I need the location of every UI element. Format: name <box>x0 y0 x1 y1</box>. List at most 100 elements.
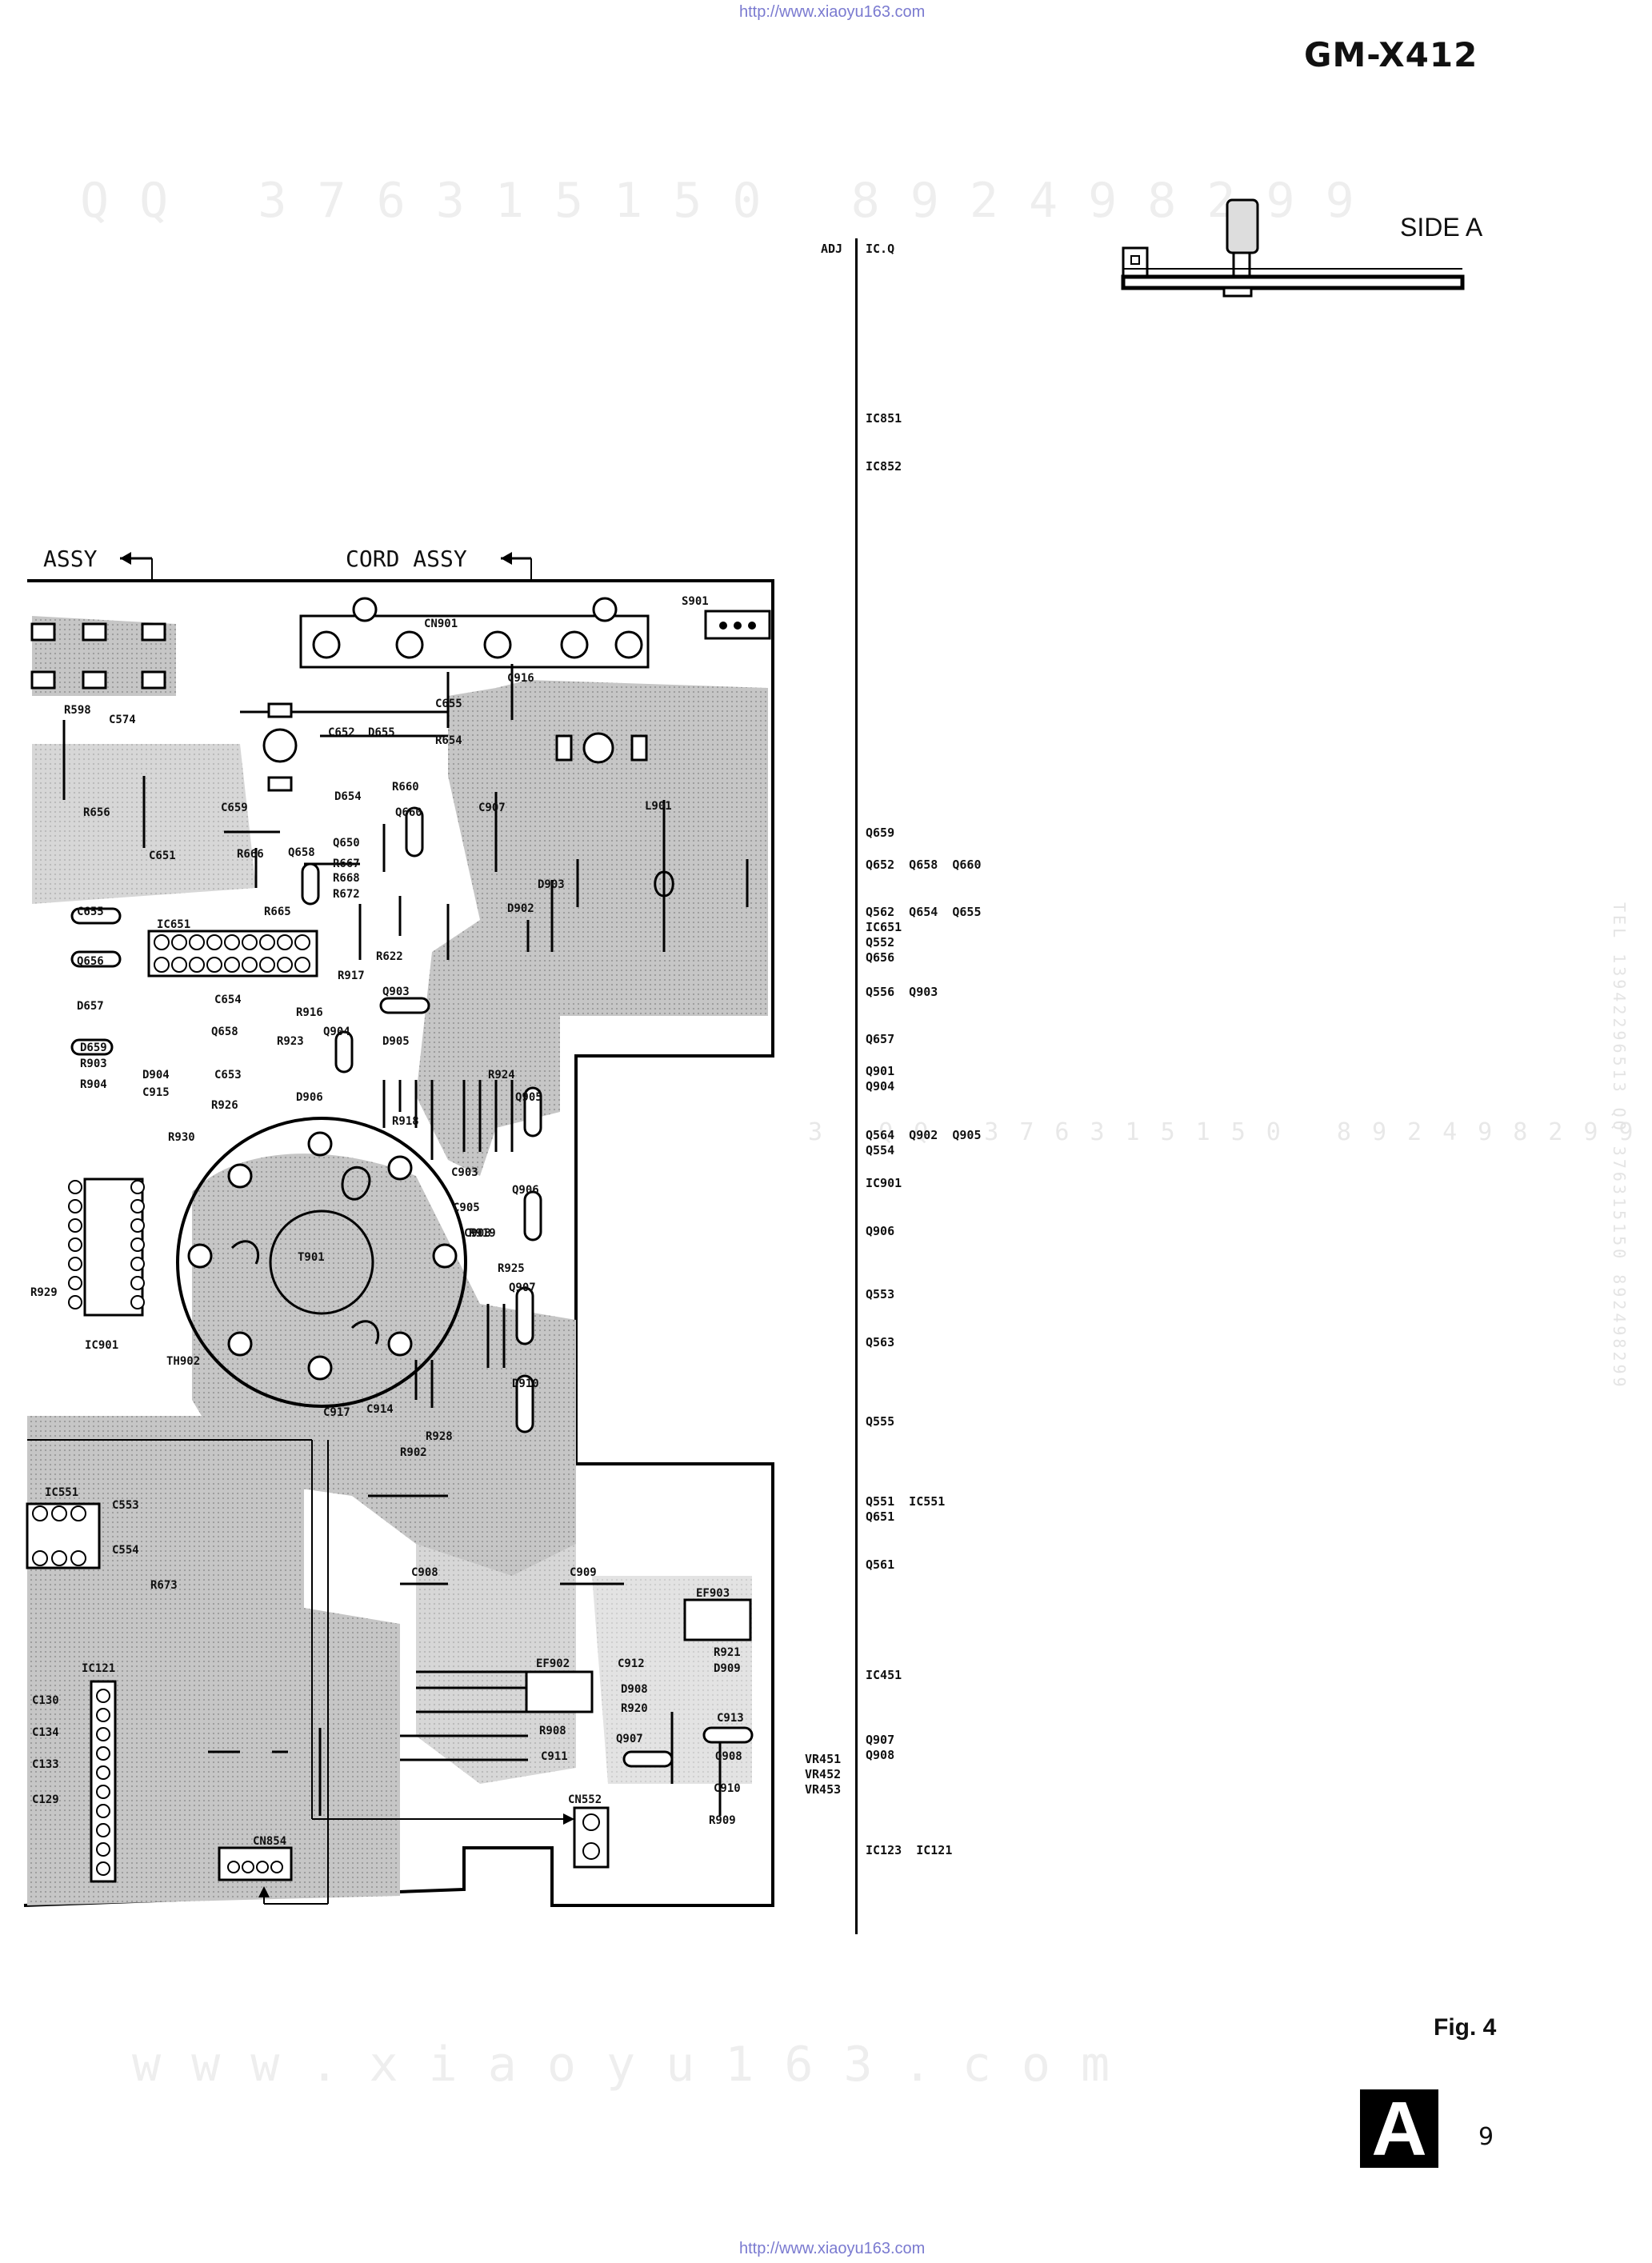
pcb-label: CN552 <box>568 1793 602 1806</box>
pcb-label: D906 <box>296 1091 323 1104</box>
pcb-label: EF903 <box>696 1587 730 1600</box>
table-row: Q562 Q654 Q655 IC651 Q552 Q656 <box>866 905 982 965</box>
pcb-label: D905 <box>382 1035 410 1048</box>
side-view-drawing <box>1121 198 1465 298</box>
pcb-label: R919 <box>469 1227 496 1240</box>
pcb-label: C910 <box>714 1782 741 1795</box>
pcb-label: C903 <box>451 1166 478 1179</box>
pcb-label: C659 <box>221 802 248 814</box>
pcb-label: R926 <box>211 1099 238 1112</box>
pcb-label: D902 <box>507 902 534 915</box>
pcb-label: Q904 <box>323 1026 350 1038</box>
pcb-label: C913 <box>717 1712 744 1725</box>
pcb-label: C907 <box>478 802 506 814</box>
table-row: Q906 <box>866 1224 895 1238</box>
pcb-label: C908 <box>464 1227 491 1240</box>
pcb-label: EF902 <box>536 1657 570 1670</box>
pcb-label: D909 <box>714 1662 741 1675</box>
pcb-label: Q907 <box>616 1733 643 1745</box>
source-url-bottom[interactable]: http://www.xiaoyu163.com <box>739 2240 926 2257</box>
arrow-left-icon <box>501 552 512 565</box>
header-icq: IC.Q <box>866 242 895 256</box>
arrow-left-icon <box>120 552 131 565</box>
page-number: 9 <box>1478 2123 1494 2151</box>
table-row: Q561 <box>866 1557 895 1572</box>
pcb-label: Q656 <box>77 955 104 968</box>
pcb-layout: ASSY CORD ASSY CN901 S901 <box>23 546 774 1907</box>
pcb-label: T901 <box>298 1251 325 1264</box>
pcb-label: R909 <box>709 1814 736 1827</box>
pcb-label: D654 <box>334 790 362 803</box>
table-row: Q659 <box>866 826 895 840</box>
pcb-label: Q907 <box>509 1281 536 1294</box>
watermark-bottom: www.xiaoyu163.com <box>132 2037 1141 2093</box>
cn901-label: CN901 <box>424 618 458 630</box>
pcb-label: C915 <box>142 1086 170 1099</box>
watermark-vertical: TEL 13942296513 QQ 376315150 892498299 <box>1610 902 1629 1390</box>
table-row: IC123 IC121 <box>866 1843 953 1857</box>
pcb-label: R924 <box>488 1069 515 1082</box>
pcb-label: Q658 <box>288 846 315 859</box>
table-row: Q553 <box>866 1287 895 1301</box>
pcb-label: D910 <box>512 1377 539 1390</box>
side-a-label: SIDE A <box>1400 213 1483 242</box>
pcb-label: Q650 <box>333 837 360 850</box>
pcb-label: C134 <box>32 1726 59 1739</box>
arrow-right-icon <box>563 1813 574 1825</box>
pcb-label: Q660 <box>395 806 422 819</box>
pcb-label: Q903 <box>382 986 410 998</box>
watermark-middle: 3 QQ 376315150 892498299 <box>808 1118 1652 1146</box>
pcb-label: D903 <box>538 878 565 891</box>
pcb-label: R930 <box>168 1131 195 1144</box>
pcb-label: D657 <box>77 1000 104 1013</box>
pcb-label: C652 <box>328 726 355 739</box>
pcb-label: TH902 <box>166 1355 200 1368</box>
pcb-label: C908 <box>411 1566 438 1579</box>
pcb-label: C914 <box>366 1403 394 1416</box>
pcb-label: C654 <box>214 994 242 1006</box>
table-row: Q564 Q902 Q905 Q554 <box>866 1128 982 1157</box>
pcb-label: R672 <box>333 888 360 901</box>
table-row: Q563 <box>866 1335 895 1349</box>
pcb-label: C912 <box>618 1657 645 1670</box>
model-number: GM-X412 <box>1304 35 1478 74</box>
arrow-up-icon <box>258 1886 270 1897</box>
pcb-label: R902 <box>400 1446 427 1459</box>
pcb-label: Q905 <box>515 1091 542 1104</box>
table-row: IC851 <box>866 411 902 426</box>
pcb-label: R920 <box>621 1702 648 1715</box>
pcb-label: R904 <box>80 1078 107 1091</box>
pcb-label: R666 <box>237 848 264 861</box>
pcb-label: R908 <box>539 1725 566 1737</box>
pcb-label: R656 <box>83 806 110 819</box>
source-url-top[interactable]: http://www.xiaoyu163.com <box>739 3 926 21</box>
pcb-label: Q906 <box>512 1184 539 1197</box>
pcb-label: R928 <box>426 1430 453 1443</box>
pcb-label: C909 <box>570 1566 597 1579</box>
table-row: Q556 Q903 <box>866 985 938 999</box>
table-row: Q907 Q908 <box>866 1733 895 1762</box>
table-divider <box>855 238 858 1934</box>
pcb-label: R654 <box>435 734 462 747</box>
pcb-label: C129 <box>32 1793 59 1806</box>
pcb-label: C916 <box>507 672 534 685</box>
pcb-label: R921 <box>714 1646 741 1659</box>
header-adj: ADJ <box>821 242 843 256</box>
pcb-label: R660 <box>392 781 419 794</box>
pcb-label: Q908 <box>715 1750 742 1763</box>
table-row: Q657 <box>866 1032 895 1046</box>
pcb-label: R673 <box>150 1579 178 1592</box>
table-row-adj: VR451 VR452 VR453 <box>805 1752 842 1797</box>
section-badge: A <box>1360 2089 1438 2169</box>
figure-label: Fig. 4 <box>1434 2014 1497 2041</box>
pcb-label: C133 <box>32 1758 59 1771</box>
l901-label: L901 <box>645 800 672 813</box>
pcb-label: C651 <box>149 850 176 862</box>
pcb-label: C130 <box>32 1694 59 1707</box>
pcb-label: C655 <box>77 906 104 918</box>
watermark-top: QQ 376315150 892498299 <box>80 173 1385 229</box>
pcb-label: IC551 <box>45 1486 78 1499</box>
pcb-label: C574 <box>109 714 136 726</box>
table-row: IC451 <box>866 1668 902 1682</box>
table-row: Q652 Q658 Q660 <box>866 858 982 872</box>
